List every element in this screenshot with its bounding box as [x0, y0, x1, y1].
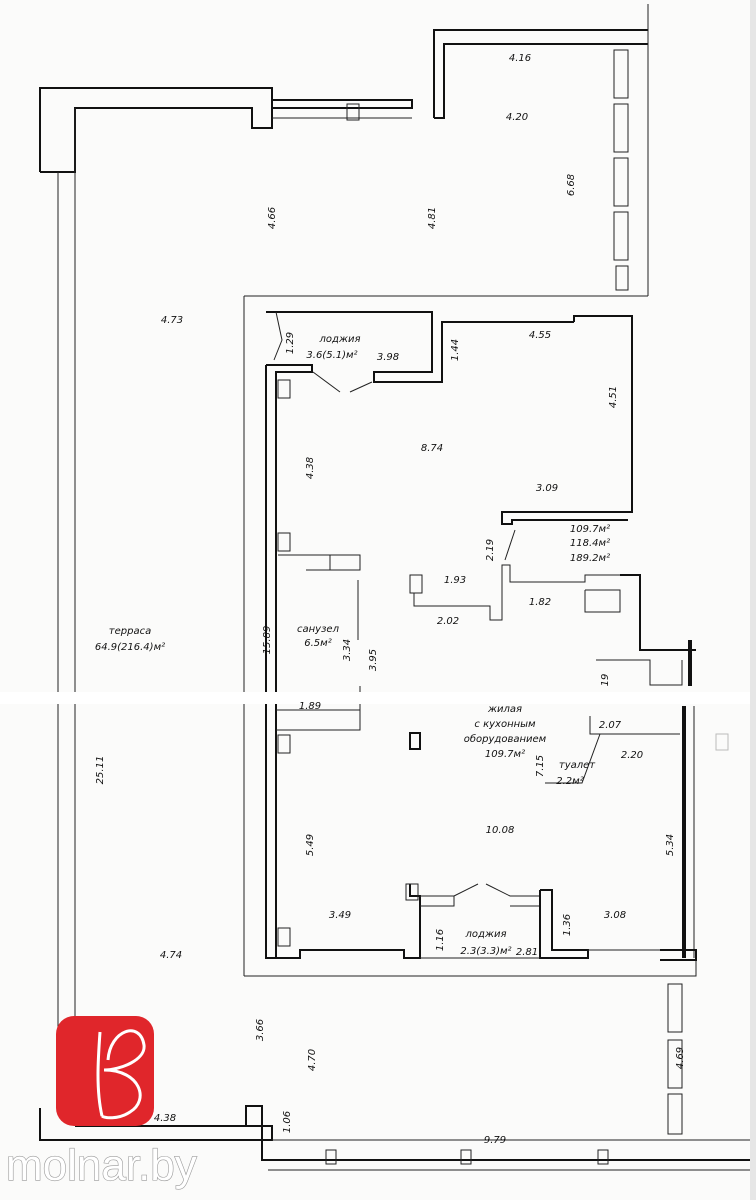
dim: 10.08 [486, 825, 515, 836]
dim: 1.16 [435, 929, 446, 951]
terrace-area: 64.9(216.4)м² [95, 642, 165, 653]
dim: 1.89 [299, 701, 321, 712]
dim: 9.79 [484, 1135, 506, 1146]
dim: 2.07 [599, 720, 622, 731]
dim: 4.16 [509, 53, 531, 64]
molnar-logo: molnar.by [5, 1016, 197, 1191]
total-area-3: 189.2м² [570, 553, 610, 564]
dim: 3.49 [329, 910, 351, 921]
apartment-walls [265, 311, 697, 961]
dim: 3.95 [368, 649, 379, 671]
dim: 5.34 [665, 834, 676, 856]
dim: 2.20 [621, 750, 643, 761]
dim: 5.49 [305, 834, 316, 856]
dim: 4.73 [161, 315, 183, 326]
dim: 7.15 [535, 755, 546, 777]
dim: 4.74 [160, 950, 182, 961]
dim: 1.36 [562, 914, 573, 936]
dim: 1.93 [444, 575, 466, 586]
living-line1: жилая [487, 704, 522, 715]
dim: 3.09 [536, 483, 558, 494]
living-line2: с кухонным [474, 719, 536, 730]
dim: 15.89 [262, 626, 273, 655]
watermark-text: molnar.by [6, 1141, 197, 1190]
terrace-walls [39, 4, 756, 1171]
doors [273, 311, 601, 897]
dim: 8.74 [421, 443, 443, 454]
dim: 3.66 [255, 1019, 266, 1041]
dim: 25.11 [95, 756, 106, 785]
dim: 4.38 [305, 457, 316, 479]
dim: 19 [600, 674, 611, 687]
dim: 2.02 [437, 616, 459, 627]
neighbor-column [715, 733, 729, 751]
dim: 6.68 [566, 174, 577, 196]
living-area: 109.7м² [485, 749, 525, 760]
dim: 4.70 [307, 1049, 318, 1071]
dimension-labels: 4.16 4.20 6.68 4.66 4.81 4.73 3.98 1.29 … [95, 53, 686, 1146]
bathroom-name: санузел [297, 624, 340, 635]
dim: 4.66 [267, 207, 278, 229]
butterfly-b-icon [96, 1029, 146, 1120]
dim: 1.82 [529, 597, 551, 608]
dim: 1.29 [285, 332, 296, 354]
toilet-area: 2.2м² [556, 776, 583, 787]
terrace-name: терраса [109, 626, 151, 637]
total-area-2: 118.4м² [570, 538, 610, 549]
dim: 2.81 [516, 947, 538, 958]
loggia-top-area: 3.6(5.1)м² [306, 350, 357, 361]
loggia-bottom-area: 2.3(3.3)м² [460, 946, 511, 957]
living-line3: оборудованием [464, 733, 547, 745]
dim: 1.06 [282, 1111, 293, 1133]
bathroom-area: 6.5м² [304, 638, 331, 649]
dim: 1.44 [450, 339, 461, 361]
dim: 2.19 [485, 539, 496, 561]
dim: 4.38 [154, 1113, 176, 1124]
total-area-1: 109.7м² [570, 524, 610, 535]
dim: 4.55 [529, 330, 551, 341]
dim: 4.20 [506, 112, 528, 123]
dim: 4.51 [608, 386, 619, 408]
dim: 4.69 [675, 1047, 686, 1069]
loggia-bottom-name: лоджия [465, 929, 507, 940]
loggia-top-name: лоджия [319, 334, 361, 345]
dim: 3.34 [342, 639, 353, 661]
dim: 3.98 [377, 352, 399, 363]
dim: 3.08 [604, 910, 626, 921]
page-edge [750, 0, 756, 1200]
toilet-name: туалет [559, 760, 596, 771]
room-labels: лоджия 3.6(5.1)м² санузел 6.5м² терраса … [95, 334, 610, 957]
dim: 4.81 [427, 207, 438, 229]
